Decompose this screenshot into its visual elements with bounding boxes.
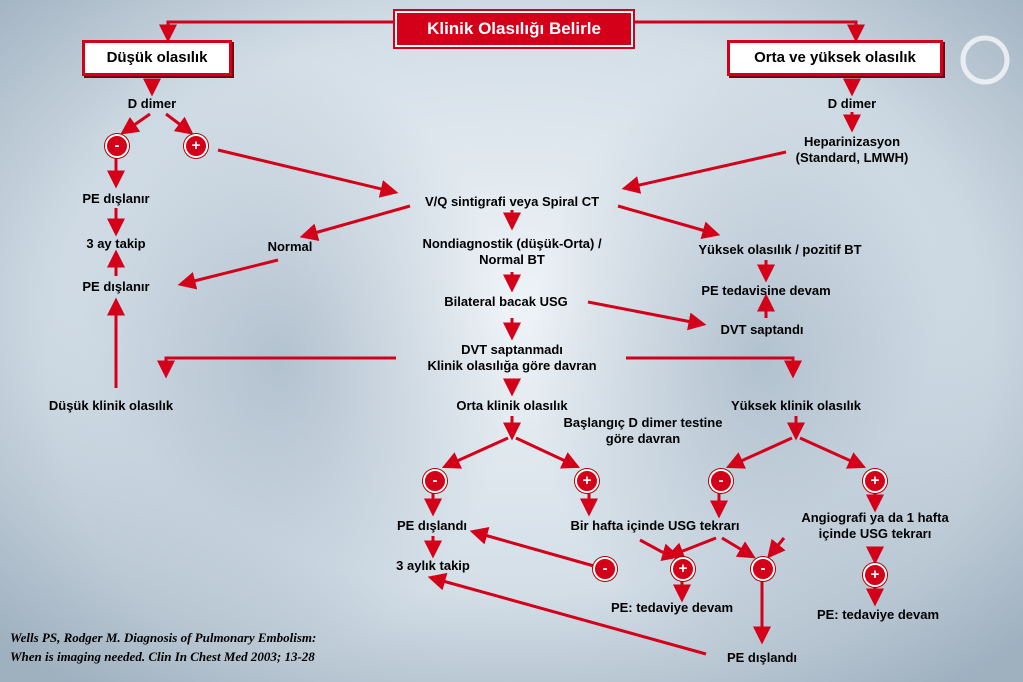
start-d-dimer-line2: göre davran — [605, 431, 681, 446]
title-box: Klinik Olasılığı Belirle — [393, 9, 635, 49]
pos-sign-usg: + — [671, 557, 695, 581]
pos-sign-angio: + — [863, 563, 887, 587]
pos-sign-right: + — [863, 469, 887, 493]
nondiagnostic-line2: Normal BT — [479, 252, 545, 267]
neg-sign-mid: - — [423, 469, 447, 493]
heparinization-line2: (Standard, LMWH) — [795, 150, 909, 165]
low-clinical-probability: Düşük klinik olasılık — [48, 398, 174, 413]
start-d-dimer-note: Başlangıç D dimer testine göre davran — [540, 415, 746, 447]
nondiagnostic-line1: Nondiagnostik (düşük-Orta) / — [422, 236, 602, 251]
pe-treatment-continue-1: PE: tedaviye devam — [610, 600, 734, 615]
neg-sign-left: - — [105, 134, 129, 158]
pe-excluded-4: PE dışlandı — [726, 650, 798, 665]
high-probability-box: Orta ve yüksek olasılık — [727, 40, 943, 76]
normal-result: Normal — [267, 239, 313, 254]
angiography-line1: Angiografi ya da 1 hafta — [801, 510, 949, 525]
dvt-not-found-line2: Klinik olasılığa göre davran — [427, 358, 597, 373]
d-dimer-left: D dimer — [127, 96, 177, 111]
citation: Wells PS, Rodger M. Diagnosis of Pulmona… — [10, 628, 316, 666]
heparinization: Heparinizasyon (Standard, LMWH) — [772, 134, 932, 166]
d-dimer-right: D dimer — [827, 96, 877, 111]
neg-sign-right: - — [709, 469, 733, 493]
bilateral-leg-usg: Bilateral bacak USG — [444, 294, 568, 309]
citation-line1: Wells PS, Rodger M. Diagnosis of Pulmona… — [10, 630, 317, 645]
pe-excluded-3: PE dışlandı — [396, 518, 468, 533]
follow-3-months-b: 3 aylık takip — [396, 558, 470, 573]
follow-3-months: 3 ay takip — [86, 236, 146, 251]
pos-sign-left: + — [184, 134, 208, 158]
dvt-found: DVT saptandı — [720, 322, 804, 337]
citation-line2: When is imaging needed. Clin In Chest Me… — [10, 649, 315, 664]
continue-pe-treatment: PE tedavisine devam — [701, 283, 831, 298]
pe-treatment-continue-2: PE: tedaviye devam — [816, 607, 940, 622]
dvt-not-found-line1: DVT saptanmadı — [461, 342, 563, 357]
neg-sign-usg: - — [593, 557, 617, 581]
angiography-line2: içinde USG tekrarı — [818, 526, 932, 541]
nondiagnostic-result: Nondiagnostik (düşük-Orta) / Normal BT — [396, 236, 628, 268]
pos-sign-mid: + — [575, 469, 599, 493]
start-d-dimer-line1: Başlangıç D dimer testine — [563, 415, 723, 430]
neg-sign-angio: - — [751, 557, 775, 581]
mid-clinical-probability: Orta klinik olasılık — [456, 398, 568, 413]
pe-excluded-2: PE dışlanır — [82, 279, 150, 294]
repeat-usg-one-week: Bir hafta içinde USG tekrarı — [570, 518, 740, 533]
angiography-or-usg: Angiografi ya da 1 hafta içinde USG tekr… — [784, 510, 966, 542]
low-probability-box: Düşük olasılık — [82, 40, 232, 76]
vq-scan-or-spiral-ct: V/Q sintigrafi veya Spiral CT — [424, 194, 600, 209]
heparinization-line1: Heparinizasyon — [803, 134, 901, 149]
dvt-not-found: DVT saptanmadı Klinik olasılığa göre dav… — [396, 342, 628, 374]
high-clinical-probability: Yüksek klinik olasılık — [730, 398, 862, 413]
high-probability-positive-ct: Yüksek olasılık / pozitif BT — [698, 242, 862, 257]
pe-excluded-1: PE dışlanır — [82, 191, 150, 206]
